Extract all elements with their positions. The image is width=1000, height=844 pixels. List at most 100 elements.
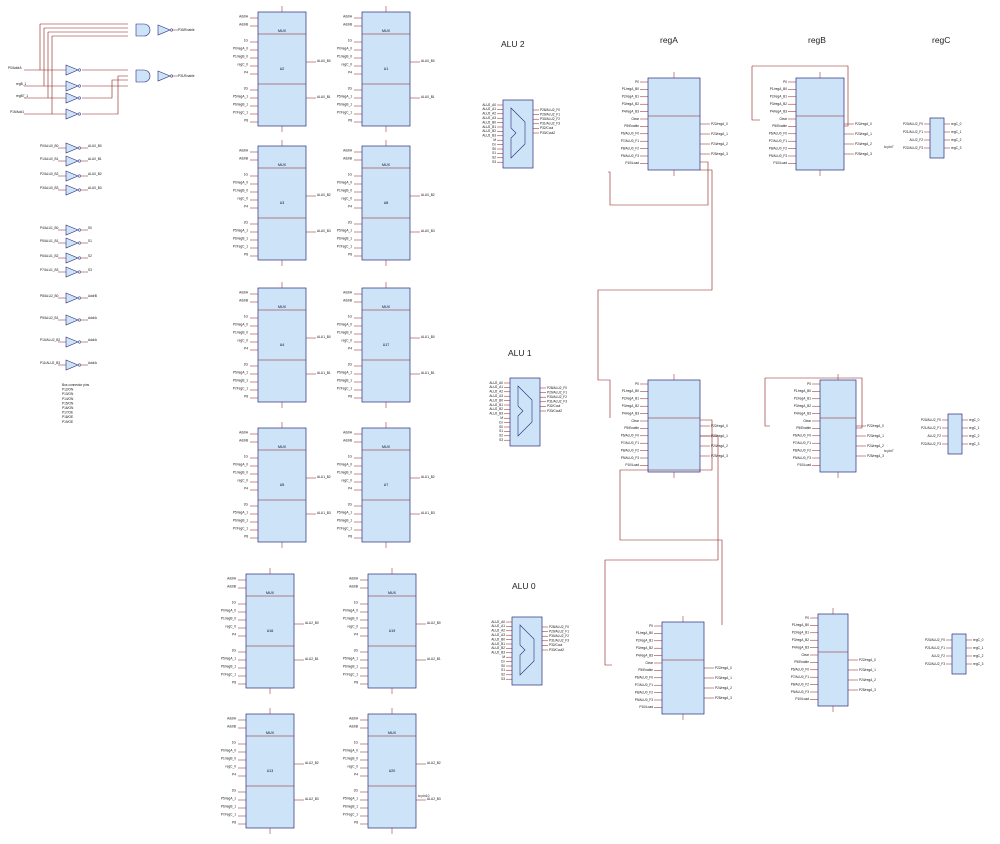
alu-out-label: P29/ALU2_F1 xyxy=(547,390,567,394)
mux-pin-label: 2G xyxy=(348,86,353,90)
mux-pin-label: P6/regB_1 xyxy=(343,804,358,808)
mux-header: MUX xyxy=(278,163,287,167)
mux-body xyxy=(257,145,307,261)
regc-pin-label: P21/ALU2_F1 xyxy=(903,130,923,134)
register-out-label: P22/regA_0 xyxy=(855,122,872,126)
buffer-output-label: S3 xyxy=(88,268,92,272)
mux-out-label: ALU2_B3 xyxy=(427,797,441,801)
register-pin-label: P9/ALU0_F3 xyxy=(793,456,811,460)
mux-pin-label: AddrA xyxy=(239,148,249,152)
register-out-label: P23/regA_1 xyxy=(855,132,872,136)
mux-body xyxy=(361,287,411,403)
register-pin-label: P5/Enable xyxy=(794,660,809,664)
register-pin-label: Clear xyxy=(803,419,812,423)
regc-out-label: regC_0 xyxy=(951,122,962,126)
mux-pin-label: P6/regB_1 xyxy=(233,378,248,382)
register-pin-label: P2/regA_B1 xyxy=(622,397,639,401)
register-pin-label: P10/Load xyxy=(773,161,787,165)
alu-pin-label: S2 xyxy=(492,156,496,160)
mux-pin-label: P0/regA_0 xyxy=(221,748,236,752)
register-pin-label: P1/regA_B0 xyxy=(636,631,653,635)
alu-pin-label: ALU2_B3 xyxy=(489,412,503,416)
mux-ref: U13 xyxy=(267,769,274,773)
mux-out-label: ALU2_B1 xyxy=(427,657,441,661)
register-out-label: P25/regA_3 xyxy=(867,454,884,458)
buffer-icon xyxy=(65,184,82,196)
register-body xyxy=(817,613,849,707)
mux-pin-label: P7/regC_1 xyxy=(337,110,352,114)
mux-out-label: ALU0_B3 xyxy=(421,229,435,233)
alu-array: ALU2_A0ALU2_A1ALU2_A2ALU2_A3ALU2_B0ALU2_… xyxy=(482,99,569,686)
mux-pin-label: P7/regC_1 xyxy=(343,812,358,816)
mux-body xyxy=(367,713,417,829)
mux-pin-label: regC_0 xyxy=(226,624,237,628)
register-pin-label: P4/regA_B3 xyxy=(622,109,639,113)
mux-pin-label: 2G xyxy=(354,648,359,652)
mux-pin-label: P1/regB_0 xyxy=(233,188,248,192)
register-pin-label: P1/regA_B0 xyxy=(770,87,787,91)
register-pin-label: P6/ALU0_F0 xyxy=(635,676,653,680)
register-out-label: P23/regA_1 xyxy=(859,668,876,672)
regc-pin-label: P22/ALU2_F3 xyxy=(903,146,923,150)
regc-chip-mid: P20/ALU2_F0P21/ALU2_F1ALU2_F2P22/ALU2_F3… xyxy=(921,413,980,455)
mux-out-label: ALU2_B1 xyxy=(305,657,319,661)
mux-ref: U8 xyxy=(384,201,389,205)
alu-pin-label: ALU2_B3 xyxy=(482,134,496,138)
register-pin-label: P1/regA_B0 xyxy=(622,389,639,393)
mux-pin-label: AddrA xyxy=(343,148,353,152)
alu-pin-label: S2 xyxy=(499,434,503,438)
section-titles: ALU 2 ALU 1 ALU 0 regA regB regC xyxy=(501,35,950,591)
register-out-label: P22/regA_0 xyxy=(711,424,728,428)
buffer-output-label: AddrA xyxy=(88,361,98,365)
buffer-input-label: P11/ALU2_B3 xyxy=(40,361,60,365)
mux-pin-label: P4 xyxy=(244,204,248,208)
alu-out-label: P33/Cout2 xyxy=(540,131,555,135)
regc-pin-label: P20/ALU2_F0 xyxy=(903,122,923,126)
mux-pin-label: P8 xyxy=(354,820,358,824)
buffer-output-label: ALU0_B1 xyxy=(88,157,102,161)
buffer-icon xyxy=(65,336,82,348)
mux-pin-label: P6/regB_1 xyxy=(337,102,352,106)
interconnect-wires xyxy=(597,65,863,666)
mux-pin-label: 2G xyxy=(244,362,249,366)
mux-pin-label: P0/regA_0 xyxy=(337,180,352,184)
register-pin-label: P6/ALU0_F0 xyxy=(791,668,809,672)
alu-out-label: P31/ALU2_F3 xyxy=(547,400,567,404)
alu-2-chip: ALU2_A0ALU2_A1ALU2_A2ALU2_A3ALU2_B0ALU2_… xyxy=(482,99,560,169)
buffer-icon xyxy=(65,170,82,182)
register-pin-label: P9/ALU0_F3 xyxy=(769,154,787,158)
mux-pin-label: P8 xyxy=(348,394,352,398)
mux-pin-label: P5/regA_1 xyxy=(233,228,248,232)
mux-chip: MUXU19AddrAAddrB1GP0/regA_0P1/regB_0regC… xyxy=(343,568,441,694)
mux-pin-label: P0/regA_0 xyxy=(221,608,236,612)
mux-pin-label: 1G xyxy=(244,38,249,42)
register-pin-label: P10/Load xyxy=(639,705,653,709)
rega-title: regA xyxy=(660,35,678,45)
register-body xyxy=(661,621,705,715)
alu-pin-label: Cn xyxy=(501,659,505,663)
mux-pin-label: AddrB xyxy=(343,156,352,160)
alu-body xyxy=(511,616,543,686)
mux-pin-label: AddrB xyxy=(239,156,248,160)
regc-out-label: regC_3 xyxy=(969,442,980,446)
mux-pin-label: P5/regA_1 xyxy=(233,370,248,374)
mux-header: MUX xyxy=(278,29,287,33)
mux-out-label: ALU0_B0 xyxy=(317,59,331,63)
register-pin-label: P3/regA_B2 xyxy=(622,102,639,106)
buffer-input-label: P3/ALU0_B3 xyxy=(40,186,59,190)
mux-pin-label: AddrB xyxy=(239,438,248,442)
alu-pin-label: ALU2_A1 xyxy=(491,624,505,628)
register-pin-label: P0 xyxy=(635,382,639,386)
mux-pin-label: regC_0 xyxy=(238,478,249,482)
mux-pin-label: P4 xyxy=(348,70,352,74)
alu-pin-label: ALU2_B1 xyxy=(489,403,503,407)
mux-pin-label: AddrA xyxy=(239,14,249,18)
register-out-label: P23/regA_1 xyxy=(711,132,728,136)
mux-pin-label: regC_0 xyxy=(342,62,353,66)
alu-out-label: P29/ALU2_F1 xyxy=(540,112,560,116)
alu-pin-label: ALU2_B0 xyxy=(491,637,505,641)
mux-pin-label: P0/regA_0 xyxy=(233,46,248,50)
alu-pin-label: S1 xyxy=(499,429,503,433)
mux-pin-label: P5/regA_1 xyxy=(337,370,352,374)
regc-pin-label: P21/ALU2_F1 xyxy=(925,646,945,650)
